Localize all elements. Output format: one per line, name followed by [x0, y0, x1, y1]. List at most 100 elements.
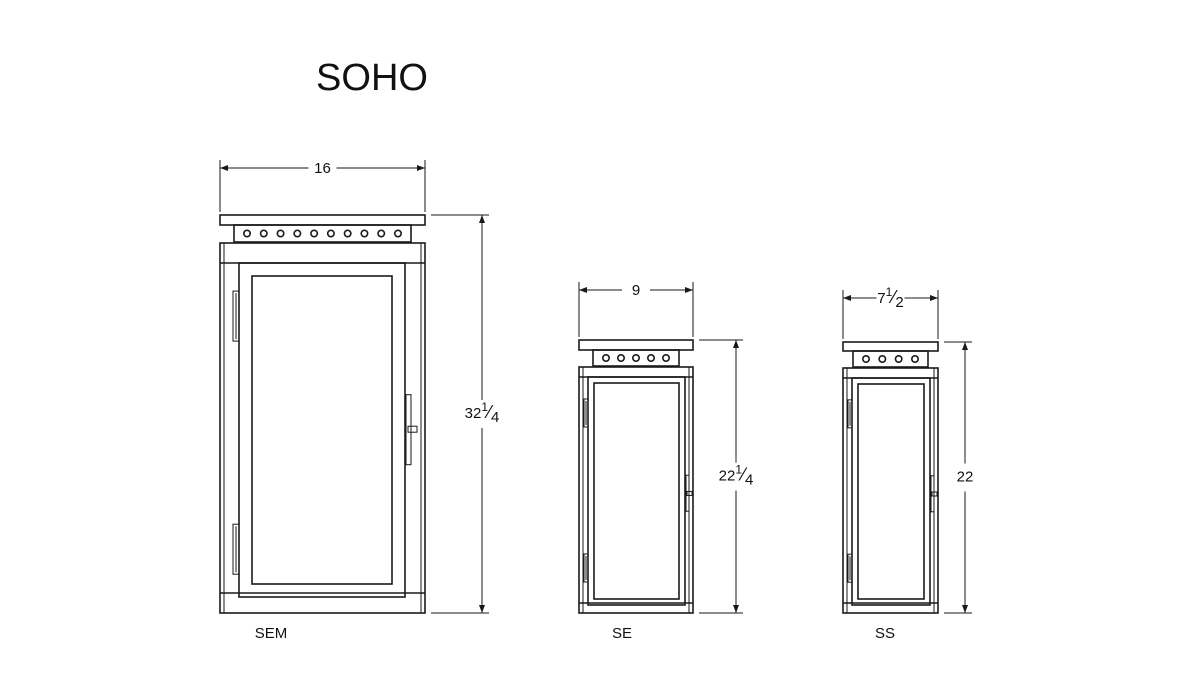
door-frame: [587, 376, 686, 606]
lantern-neck: [233, 224, 412, 243]
vent-hole: [243, 229, 252, 238]
lantern-se: 9 221⁄4SE: [578, 281, 758, 642]
vent-hole: [661, 353, 670, 362]
arrow-down-icon: [733, 605, 739, 613]
dimension-text-mask: [308, 159, 337, 177]
vent-hole: [894, 354, 903, 363]
lantern-cap: [842, 341, 939, 352]
dimension-text-mask: [876, 289, 905, 307]
height-value-whole: 22: [957, 468, 974, 485]
height-dimension: 321⁄4: [431, 214, 504, 614]
width-value: 9: [632, 282, 640, 299]
width-value: 16: [314, 160, 331, 177]
model-label: SE: [612, 625, 632, 642]
vent-hole: [393, 229, 402, 238]
vent-hole: [326, 229, 335, 238]
arrow-down-icon: [962, 605, 968, 613]
width-value-den: 2: [895, 294, 903, 311]
glass-pane: [857, 383, 925, 600]
arrow-left-icon: [220, 165, 228, 171]
height-value-slash: ⁄: [484, 402, 494, 422]
width-value: 71⁄2: [877, 285, 903, 311]
height-value-slash: ⁄: [738, 464, 748, 484]
vent-hole: [646, 353, 655, 362]
vent-hole: [276, 229, 285, 238]
latch-handle-icon: [686, 490, 693, 496]
width-dimension: 71⁄2: [842, 285, 939, 339]
height-value: 321⁄4: [465, 400, 500, 426]
vent-hole: [631, 353, 640, 362]
height-value-whole: 22: [719, 467, 736, 484]
glass-pane: [593, 382, 680, 600]
width-dimension: 9: [578, 281, 694, 337]
hinge-icon: [847, 399, 853, 429]
height-dimension: 22: [943, 341, 987, 614]
latch-plate: [930, 475, 935, 513]
latch-handle-icon: [407, 425, 418, 433]
height-value-num: 1: [481, 400, 488, 414]
height-value: 22: [957, 468, 974, 485]
latch-handle-icon: [931, 491, 938, 497]
vent-hole: [878, 354, 887, 363]
model-label: SS: [875, 625, 895, 642]
drawing-title: SOHO: [316, 57, 428, 99]
door-frame: [851, 377, 931, 606]
vent-hole: [861, 354, 870, 363]
arrow-right-icon: [417, 165, 425, 171]
arrow-down-icon: [479, 605, 485, 613]
hinge-icon: [847, 553, 853, 583]
arrow-up-icon: [962, 342, 968, 350]
latch-plate: [685, 474, 690, 512]
vent-hole: [293, 229, 302, 238]
hinge-icon: [232, 290, 240, 342]
arrow-right-icon: [930, 295, 938, 301]
vent-hole: [343, 229, 352, 238]
vent-hole: [910, 354, 919, 363]
height-dimension: 221⁄4: [699, 339, 758, 614]
width-value-slash: ⁄: [888, 287, 898, 307]
vent-hole: [616, 353, 625, 362]
lantern-body: [842, 367, 939, 614]
vent-hole: [360, 229, 369, 238]
dimension-text-mask: [943, 463, 987, 492]
arrow-left-icon: [843, 295, 851, 301]
arrow-up-icon: [479, 215, 485, 223]
vent-hole: [377, 229, 386, 238]
model-label: SEM: [255, 625, 288, 642]
height-value: 221⁄4: [719, 463, 754, 489]
width-value-num: 1: [886, 285, 893, 299]
vent-hole: [259, 229, 268, 238]
hinge-icon: [583, 553, 589, 583]
width-value-whole: 9: [632, 282, 640, 299]
height-value-num: 1: [735, 463, 742, 477]
arrow-up-icon: [733, 340, 739, 348]
vent-hole: [310, 229, 319, 238]
lantern-body: [578, 366, 694, 614]
hinge-icon: [232, 523, 240, 575]
lantern-neck: [592, 349, 680, 367]
width-dimension: 16: [219, 159, 426, 212]
door-frame: [238, 262, 406, 598]
hinge-icon: [583, 398, 589, 428]
lantern-body: [219, 242, 426, 614]
dimension-text-mask: [460, 400, 504, 428]
arrow-left-icon: [579, 287, 587, 293]
latch-plate: [405, 394, 412, 466]
dimension-text-mask: [622, 281, 650, 299]
dimension-text-mask: [714, 462, 758, 491]
width-value-whole: 16: [314, 160, 331, 177]
width-value-whole: 7: [877, 290, 885, 307]
lantern-neck: [852, 350, 929, 368]
height-value-whole: 32: [465, 405, 482, 422]
arrow-right-icon: [685, 287, 693, 293]
height-value-den: 4: [491, 409, 499, 426]
glass-pane: [251, 275, 393, 585]
lantern-cap: [578, 339, 694, 351]
vent-hole: [601, 353, 610, 362]
height-value-den: 4: [745, 471, 753, 488]
lantern-cap: [219, 214, 426, 226]
